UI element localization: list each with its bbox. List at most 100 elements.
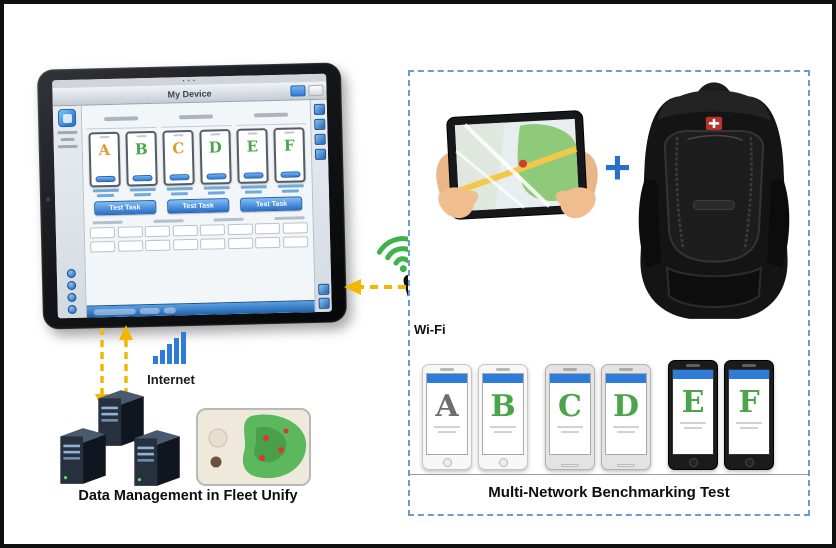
thumb-letter: F [283, 136, 295, 155]
phone-letter: C [558, 389, 582, 424]
phone-speaker [440, 368, 454, 371]
app-body: A B C [52, 99, 332, 319]
home-button [688, 458, 698, 467]
thumb-letter: A [98, 140, 111, 160]
caption-divider [410, 474, 808, 475]
field-label-placeholder [274, 216, 305, 220]
sidebar-text-placeholder [60, 137, 75, 142]
signal-bars-icon [153, 332, 186, 364]
app-bottom-bar [86, 300, 315, 318]
server-icon [134, 430, 180, 486]
phone-app-header [606, 374, 646, 383]
server-icon [60, 428, 106, 484]
bottom-bar-segment [139, 307, 160, 314]
sidebar-round-icon [66, 268, 76, 279]
hands-holding-tablet-illustration [436, 110, 598, 220]
test-task-buttons-row: Test Task Test Task Test Task [88, 196, 308, 216]
phone-speaker [742, 364, 756, 367]
test-task-button: Test Task [167, 198, 230, 214]
home-button [744, 458, 754, 467]
phone-screen: F [728, 369, 770, 455]
field-box [282, 236, 309, 248]
field-label-placeholder [153, 219, 184, 223]
phone-screen: B [482, 373, 524, 455]
bottom-bar-segment [93, 307, 136, 315]
home-button [498, 458, 508, 467]
field-label-placeholder [92, 220, 123, 225]
rail-tool-icon [313, 118, 325, 131]
app-logo-icon [57, 108, 77, 128]
home-button [561, 464, 579, 467]
rail-tool-icon [318, 297, 330, 309]
app-main-area: A B C [81, 100, 315, 318]
tablet-camera-dot [45, 197, 51, 202]
phone-screen: E [672, 369, 714, 455]
device-link-placeholder [275, 184, 306, 193]
device-group-header [85, 106, 157, 130]
thumb-speaker [136, 135, 147, 138]
field-box [145, 239, 171, 252]
phone-screen: A [426, 373, 468, 455]
thumb-letter: C [172, 139, 185, 158]
thumb-speaker [283, 131, 295, 134]
field-box [90, 240, 116, 253]
toolbar-gray-button [308, 84, 324, 97]
test-task-button: Test Task [240, 196, 303, 212]
field-box [227, 223, 253, 236]
sidebar-text-placeholder [57, 130, 78, 135]
thumb-letter: E [246, 137, 259, 156]
bench-phone-b: B [478, 364, 528, 470]
wifi-label: Wi-Fi [414, 322, 446, 337]
phone-text-placeholder [613, 426, 639, 433]
field-box [199, 224, 226, 236]
phone-app-header [483, 374, 523, 383]
sidebar-round-icon [67, 304, 77, 315]
bottom-bar-segment [163, 306, 176, 314]
test-task-button: Test Task [93, 199, 157, 216]
rail-tool-icon [314, 148, 326, 160]
device-thumb-a: A [88, 131, 121, 188]
phone-screen: D [605, 373, 647, 455]
right-caption: Multi-Network Benchmarking Test [488, 484, 730, 501]
app-title: My Device [167, 87, 212, 100]
field-label-placeholder [213, 217, 244, 222]
thumb-action-pill [94, 175, 116, 183]
device-thumbnails-row: A B C [86, 124, 307, 188]
field-box [144, 225, 171, 238]
field-box [200, 238, 226, 250]
thumb-letter: B [134, 140, 148, 159]
group-label-placeholder [104, 116, 139, 122]
rail-bottom-icons [317, 283, 330, 312]
rail-tool-icon [313, 103, 325, 116]
bench-phone-f: F [724, 360, 774, 470]
benchmark-phone-row: A B C [422, 360, 774, 470]
field-box [172, 238, 199, 251]
device-thumb-f: F [273, 127, 306, 183]
thumb-action-pill [205, 173, 227, 180]
bench-phone-a: A [422, 364, 472, 470]
thumb-speaker [246, 132, 258, 135]
device-link-placeholder [238, 185, 269, 194]
sidebar-text-placeholder [57, 144, 78, 149]
fleet-tablet: • • • My Device [36, 62, 348, 330]
sidebar-round-icon [66, 292, 77, 303]
thumb-letter: D [208, 138, 223, 157]
internet-label: Internet [147, 372, 195, 387]
phone-letter: D [612, 389, 639, 424]
thumb-speaker [99, 136, 110, 139]
internet-block: Internet [136, 332, 206, 387]
phone-screen: C [549, 373, 591, 455]
coverage-map-thumbnail [196, 408, 311, 486]
phone-app-header [673, 370, 713, 379]
phone-text-placeholder [680, 422, 706, 429]
phone-app-header [427, 374, 467, 383]
plus-sign: + [604, 141, 631, 193]
phone-letter: A [435, 389, 459, 424]
phone-text-placeholder [434, 426, 460, 433]
phone-speaker [686, 364, 700, 367]
home-button [617, 464, 635, 467]
rail-tool-icon [314, 133, 326, 145]
device-link-placeholder [164, 186, 195, 196]
thumb-action-pill [131, 174, 153, 182]
